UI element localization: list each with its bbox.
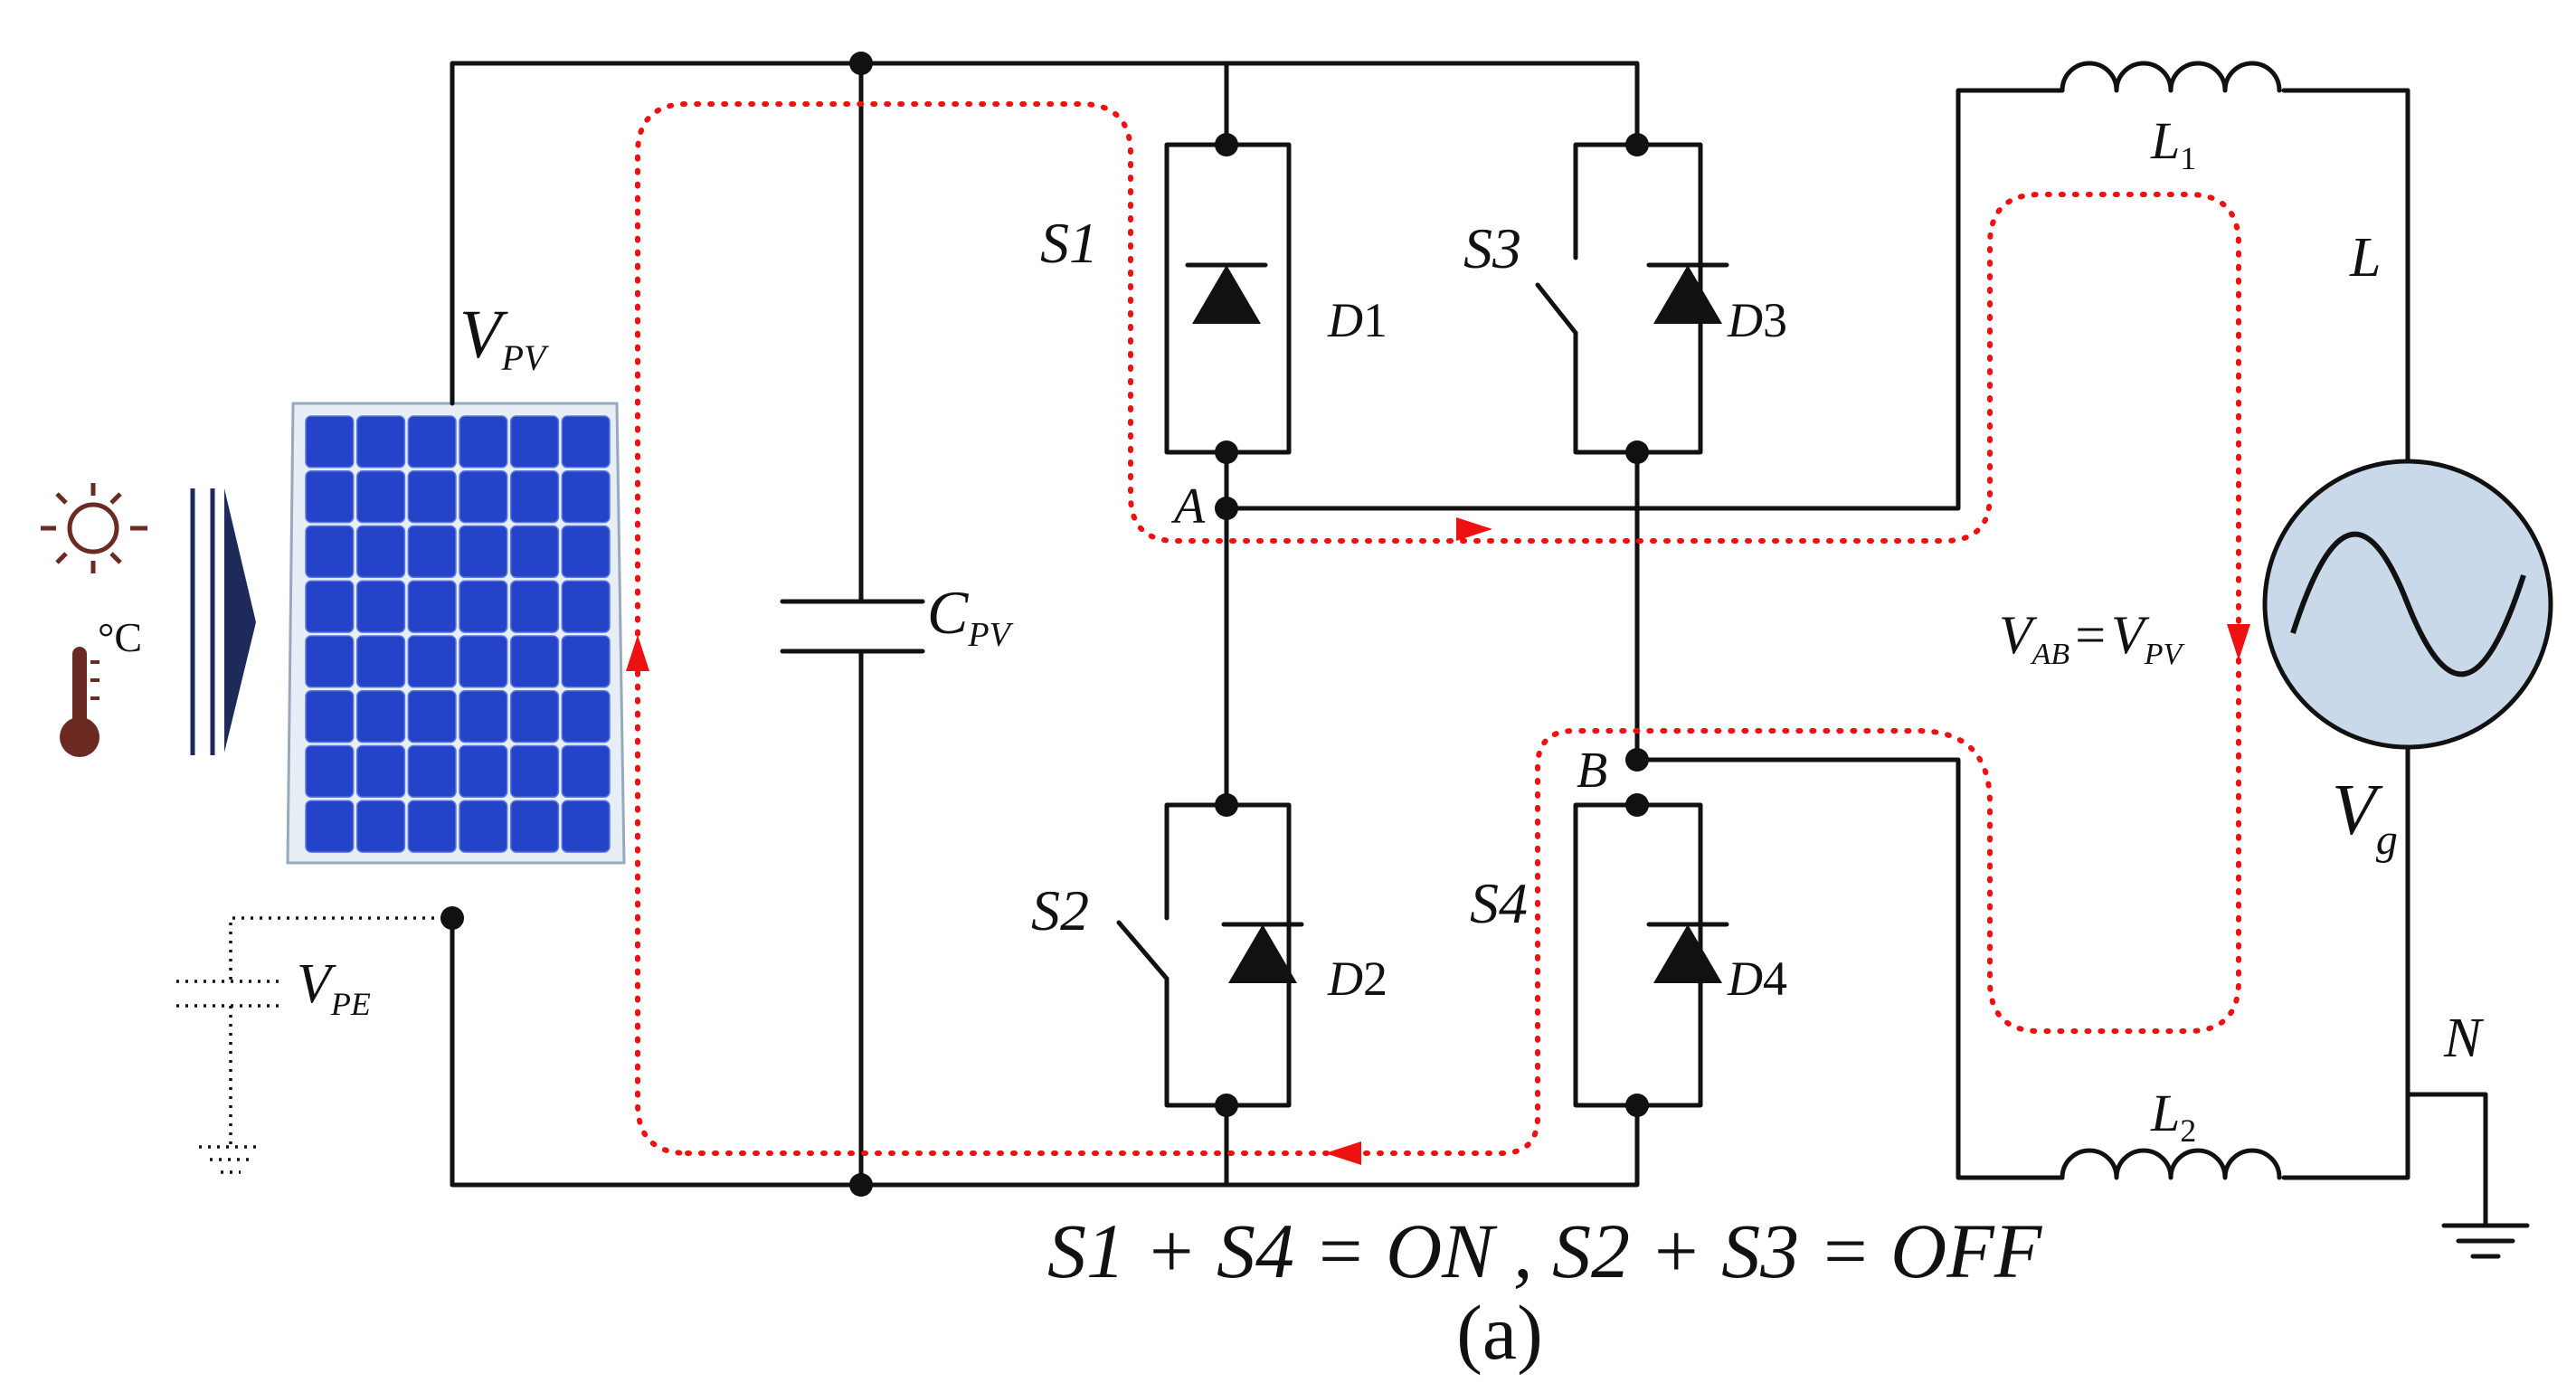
- solar-cell: [355, 744, 406, 799]
- solar-cell: [561, 744, 611, 799]
- solar-cell: [561, 415, 611, 469]
- solar-cell: [407, 744, 457, 799]
- solar-cell: [407, 800, 457, 853]
- label-l1: L1: [2150, 111, 2196, 176]
- label-node-a: A: [1170, 478, 1206, 535]
- solar-cell: [459, 800, 508, 853]
- label-s2: S2: [1031, 878, 1089, 942]
- solar-cell: [305, 470, 355, 524]
- label-line-l: L: [2349, 227, 2381, 289]
- dc-bus-wiring: [450, 61, 1640, 1188]
- sun-icon: [41, 483, 147, 573]
- solar-cell: [355, 690, 406, 743]
- caption-subfigure-label: (a): [1456, 1289, 1542, 1376]
- capacitor-cpv: [780, 599, 925, 654]
- label-cpv: CPV: [927, 578, 1014, 654]
- current-arrow-b: [1325, 1141, 1361, 1165]
- label-neutral-n: N: [2443, 1008, 2485, 1069]
- solar-cell: [355, 525, 406, 579]
- solar-cell: [407, 470, 457, 524]
- solar-cell: [561, 800, 611, 853]
- ac-output-wiring: [1224, 88, 2488, 1228]
- junction-dots: [440, 52, 1649, 1197]
- current-arrow-a: [1456, 517, 1492, 541]
- solar-cell: [355, 635, 406, 688]
- label-s3: S3: [1463, 216, 1521, 280]
- solar-cell: [509, 580, 560, 633]
- label-vg: Vg: [2332, 771, 2398, 864]
- thermometer-icon: [60, 647, 99, 757]
- switch-s4-module: [1573, 802, 1703, 1108]
- solar-cell: [509, 635, 560, 688]
- label-vab-equation: VAB=VPV: [1999, 605, 2185, 671]
- solar-cell: [407, 690, 457, 743]
- label-d4: D4: [1727, 952, 1787, 1006]
- label-s4: S4: [1470, 871, 1528, 935]
- switch-s3-module: [1535, 142, 1703, 762]
- solar-panel-icon: [286, 402, 626, 865]
- solar-cell: [459, 525, 508, 579]
- inductor-l2: [2060, 1148, 2282, 1180]
- solar-cell: [561, 525, 611, 579]
- solar-cell: [305, 744, 355, 799]
- diode-d4: [1646, 922, 1729, 983]
- current-flow-path: [626, 101, 2250, 1165]
- label-node-b: B: [1577, 743, 1607, 799]
- solar-cell: [305, 415, 355, 469]
- solar-cell: [561, 580, 611, 633]
- solar-cell: [509, 744, 560, 799]
- solar-cell: [459, 690, 508, 743]
- solar-cell: [561, 635, 611, 688]
- label-vpe: VPE: [297, 953, 371, 1022]
- current-arrow-right: [2227, 624, 2250, 660]
- label-vpv: VPV: [459, 297, 550, 378]
- solar-cell: [305, 800, 355, 853]
- label-d1: D1: [1327, 293, 1387, 347]
- diode-d1: [1185, 262, 1268, 324]
- solar-cell: [509, 415, 560, 469]
- parasitic-capacitance-vpe: [176, 916, 452, 1174]
- solar-cell: [509, 525, 560, 579]
- solar-cell: [305, 690, 355, 743]
- caption-switch-state: S1 + S4 = ON , S2 + S3 = OFF: [1047, 1207, 2043, 1294]
- ac-source-icon: [2262, 459, 2553, 750]
- solar-cell: [459, 744, 508, 799]
- solar-cell: [305, 580, 355, 633]
- temperature-unit-label: °C: [98, 614, 142, 660]
- solar-cell: [355, 415, 406, 469]
- label-l2: L2: [2150, 1084, 2196, 1149]
- solar-cell: [459, 635, 508, 688]
- inductor-l1: [2060, 61, 2282, 93]
- solar-cell: [355, 800, 406, 853]
- solar-cell: [459, 580, 508, 633]
- solar-cell: [407, 635, 457, 688]
- ground-icon: [2441, 1223, 2530, 1259]
- solar-cell: [509, 690, 560, 743]
- irradiance-arrow-icon: [190, 488, 256, 755]
- solar-cell: [355, 470, 406, 524]
- solar-cell: [459, 415, 508, 469]
- label-d2: D2: [1327, 952, 1387, 1006]
- solar-cell: [509, 470, 560, 524]
- solar-cell: [561, 690, 611, 743]
- solar-cell: [459, 470, 508, 524]
- solar-cell: [407, 525, 457, 579]
- current-arrow-left: [626, 635, 649, 671]
- solar-cell: [509, 800, 560, 853]
- label-s1: S1: [1040, 211, 1098, 275]
- solar-cell: [305, 525, 355, 579]
- solar-cell: [407, 580, 457, 633]
- solar-cell: [561, 470, 611, 524]
- solar-cell: [355, 580, 406, 633]
- label-d3: D3: [1727, 293, 1787, 347]
- solar-cell: [407, 415, 457, 469]
- switch-s2-module: [1116, 506, 1292, 1188]
- diode-d3: [1646, 262, 1729, 324]
- diode-d2: [1221, 922, 1304, 983]
- solar-cell: [305, 635, 355, 688]
